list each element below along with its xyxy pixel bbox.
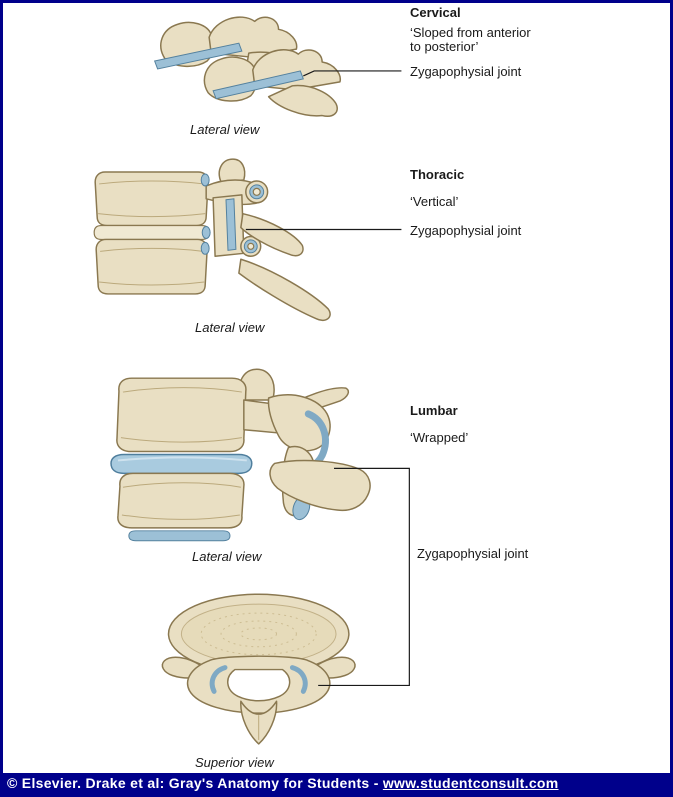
superior-facet-joint-right bbox=[289, 665, 308, 694]
cervical-facet-joint-upper bbox=[153, 42, 243, 70]
lumbar-lower-disc-sliver bbox=[128, 530, 231, 542]
thoracic-joint-label: Zygapophysial joint bbox=[410, 223, 522, 238]
credit-bar: © Elsevier. Drake et al: Gray's Anatomy … bbox=[3, 773, 670, 794]
credit-text: © Elsevier. Drake et al: Gray's Anatomy … bbox=[7, 775, 383, 791]
thoracic-disc bbox=[93, 224, 210, 241]
vertebral-foramen bbox=[227, 668, 291, 702]
lumbar-lateral-view-label: Lateral view bbox=[192, 549, 262, 564]
cervical-view-label: Lateral view bbox=[190, 122, 260, 137]
thoracic-demifacet-3 bbox=[200, 241, 210, 255]
lumbar-joint-bracket bbox=[318, 467, 410, 687]
lumbar-joint-label: Zygapophysial joint bbox=[417, 546, 529, 561]
thoracic-note: ‘Vertical’ bbox=[410, 194, 459, 209]
thoracic-view-label: Lateral view bbox=[195, 320, 265, 335]
thoracic-demifacet-2 bbox=[201, 226, 211, 239]
lumbar-lower-body bbox=[117, 472, 245, 529]
lumbar-lateral-illustration bbox=[110, 368, 371, 542]
thoracic-facet-joint bbox=[225, 198, 237, 251]
lumbar-upper-body bbox=[116, 377, 247, 453]
thoracic-upper-spinous bbox=[240, 212, 304, 257]
cervical-illustration bbox=[153, 16, 341, 117]
thoracic-demifacet-1 bbox=[200, 173, 210, 187]
thoracic-spinous-process bbox=[238, 258, 331, 322]
cervical-note-line1: ‘Sloped from anterior bbox=[410, 25, 531, 40]
cervical-joint-label: Zygapophysial joint bbox=[410, 64, 522, 79]
cervical-facet-joint-lower bbox=[212, 70, 304, 100]
leader-lines bbox=[245, 70, 410, 687]
lumbar-superior-view-label: Superior view bbox=[195, 755, 274, 770]
superior-facet-joint-left bbox=[209, 665, 228, 694]
lumbar-posterior-arch bbox=[267, 394, 331, 452]
cervical-joint-leader bbox=[303, 70, 402, 77]
thoracic-title: Thoracic bbox=[410, 167, 465, 182]
lumbar-superior-illustration bbox=[161, 593, 356, 745]
cervical-title: Cervical bbox=[410, 5, 461, 20]
lumbar-title: Lumbar bbox=[410, 403, 458, 418]
thoracic-articular-stub bbox=[218, 158, 246, 183]
thoracic-illustration bbox=[93, 158, 331, 322]
studentconsult-link[interactable]: www.studentconsult.com bbox=[382, 775, 559, 791]
figure-canvas bbox=[93, 16, 410, 745]
cervical-lower-spinous bbox=[267, 84, 338, 117]
cervical-note-line2: to posterior’ bbox=[410, 39, 479, 54]
thoracic-upper-body bbox=[94, 171, 209, 227]
lumbar-note: ‘Wrapped’ bbox=[410, 430, 469, 445]
lumbar-spinous-process bbox=[269, 459, 371, 512]
